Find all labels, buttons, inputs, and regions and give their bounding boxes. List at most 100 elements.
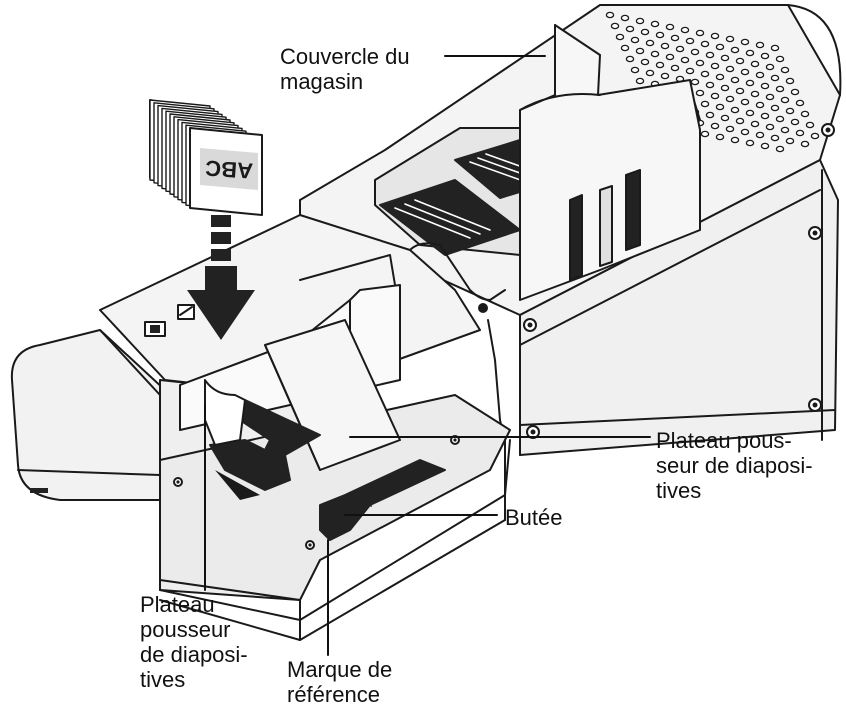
vent-hole-icon bbox=[700, 70, 710, 78]
vent-hole-icon bbox=[620, 44, 630, 52]
vent-hole-icon bbox=[635, 77, 645, 85]
slide-stack-front: ABC bbox=[189, 127, 263, 216]
vent-hole-icon bbox=[615, 33, 625, 41]
slide-stack-text: ABC bbox=[204, 155, 253, 183]
vent-hole-icon bbox=[800, 140, 810, 148]
vent-hole-icon bbox=[660, 72, 670, 80]
vent-hole-icon bbox=[770, 134, 780, 142]
vent-hole-icon bbox=[715, 103, 725, 111]
vent-hole-icon bbox=[680, 26, 690, 34]
vent-hole-icon bbox=[780, 126, 790, 134]
vent-hole-icon bbox=[730, 136, 740, 144]
slide-symbol-icon bbox=[144, 304, 195, 337]
vent-hole-icon bbox=[745, 79, 755, 87]
vent-hole-icon bbox=[740, 128, 750, 136]
vent-hole-icon bbox=[715, 133, 725, 141]
vent-hole-icon bbox=[790, 118, 800, 126]
vent-hole-icon bbox=[760, 112, 770, 120]
vent-hole-icon bbox=[715, 73, 725, 81]
vent-hole-icon bbox=[785, 107, 795, 115]
vent-hole-icon bbox=[665, 23, 675, 31]
vent-hole-icon bbox=[745, 49, 755, 57]
vent-hole-icon bbox=[755, 41, 765, 49]
vent-hole-icon bbox=[735, 57, 745, 65]
vent-hole-icon bbox=[730, 106, 740, 114]
vent-hole-icon bbox=[725, 125, 735, 133]
vent-hole-icon bbox=[770, 74, 780, 82]
vent-hole-icon bbox=[780, 66, 790, 74]
vent-hole-icon bbox=[630, 36, 640, 44]
vent-hole-icon bbox=[700, 40, 710, 48]
curved-arrow-icon bbox=[215, 470, 260, 500]
vent-hole-icon bbox=[715, 43, 725, 51]
screw-icon bbox=[523, 123, 835, 439]
vent-hole-icon bbox=[640, 28, 650, 36]
vent-hole-icon bbox=[800, 110, 810, 118]
vent-hole-icon bbox=[705, 51, 715, 59]
vent-hole-icon bbox=[605, 11, 615, 19]
vent-hole-icon bbox=[790, 88, 800, 96]
vent-hole-icon bbox=[700, 130, 710, 138]
vent-hole-icon bbox=[725, 95, 735, 103]
vent-hole-icon bbox=[670, 34, 680, 42]
vent-hole-icon bbox=[670, 64, 680, 72]
vent-hole-icon bbox=[785, 137, 795, 145]
vent-hole-icon bbox=[695, 29, 705, 37]
vent-hole-icon bbox=[750, 120, 760, 128]
vent-hole-icon bbox=[775, 115, 785, 123]
vent-hole-icon bbox=[625, 25, 635, 33]
vent-hole-icon bbox=[645, 69, 655, 77]
vent-hole-icon bbox=[755, 131, 765, 139]
vent-hole-icon bbox=[770, 44, 780, 52]
vent-hole-icon bbox=[805, 121, 815, 129]
vent-hole-icon bbox=[785, 77, 795, 85]
vent-hole-icon bbox=[775, 55, 785, 63]
vent-hole-icon bbox=[635, 47, 645, 55]
vent-hole-icon bbox=[765, 63, 775, 71]
vent-hole-icon bbox=[795, 99, 805, 107]
vent-hole-icon bbox=[665, 53, 675, 61]
vent-hole-icon bbox=[750, 90, 760, 98]
vent-hole-icon bbox=[730, 76, 740, 84]
label-stop: Butée bbox=[505, 505, 563, 530]
leader-lines bbox=[204, 55, 651, 656]
vent-hole-icon bbox=[750, 60, 760, 68]
vent-hole-icon bbox=[760, 142, 770, 150]
label-pusher-tray-right: Plateau pous- seur de diaposi- tives bbox=[656, 428, 813, 503]
vent-hole-icon bbox=[680, 56, 690, 64]
vent-hole-icon bbox=[695, 89, 705, 97]
vent-hole-icon bbox=[635, 17, 645, 25]
vent-hole-icon bbox=[650, 50, 660, 58]
vent-hole-icon bbox=[690, 48, 700, 56]
pusher-assembly bbox=[144, 254, 446, 541]
vent-hole-icon bbox=[690, 78, 700, 86]
vent-hole-icon bbox=[710, 32, 720, 40]
vent-hole-icon bbox=[685, 37, 695, 45]
vent-hole-icon bbox=[710, 92, 720, 100]
vent-hole-icon bbox=[655, 31, 665, 39]
vent-hole-icon bbox=[725, 65, 735, 73]
vent-hole-icon bbox=[745, 139, 755, 147]
label-pusher-tray-left: Plateau pousseur de diaposi- tives bbox=[140, 592, 248, 692]
vent-hole-icon bbox=[705, 81, 715, 89]
vent-hole-icon bbox=[765, 123, 775, 131]
vent-hole-icon bbox=[810, 132, 820, 140]
vent-hole-icon bbox=[795, 129, 805, 137]
label-reference-mark: Marque de référence bbox=[287, 657, 393, 707]
vent-hole-icon bbox=[775, 85, 785, 93]
label-magazine-cover: Couvercle du magasin bbox=[280, 44, 410, 94]
vent-hole-icon bbox=[775, 145, 785, 153]
vent-hole-icon bbox=[640, 58, 650, 66]
vent-hole-icon bbox=[645, 39, 655, 47]
vent-hole-icon bbox=[740, 68, 750, 76]
vent-hole-icon bbox=[755, 101, 765, 109]
vent-hole-icon bbox=[760, 82, 770, 90]
vent-hole-icon bbox=[685, 67, 695, 75]
vent-hole-icon bbox=[625, 55, 635, 63]
vent-hole-icon bbox=[735, 87, 745, 95]
vent-hole-icon bbox=[650, 20, 660, 28]
vent-hole-icon bbox=[675, 45, 685, 53]
vent-hole-icon bbox=[610, 22, 620, 30]
